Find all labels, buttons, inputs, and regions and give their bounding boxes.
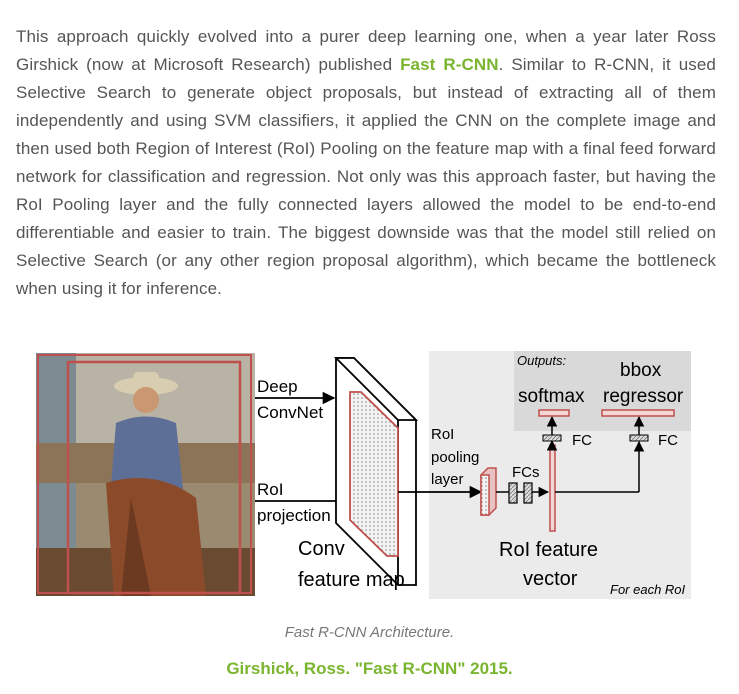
paragraph-text-end: . Similar to R-CNN, it used Selective Se… <box>16 55 716 298</box>
label-regressor: regressor <box>603 386 684 407</box>
fast-rcnn-architecture-figure: Deep ConvNet RoI projection Conv feature… <box>36 348 691 600</box>
label-fc-right: FC <box>658 432 678 449</box>
label-convnet: ConvNet <box>257 403 323 422</box>
fc-softmax <box>542 434 562 442</box>
label-conv: Conv <box>298 538 345 560</box>
figure-citation: Girshick, Ross. "Fast R-CNN" 2015. <box>226 659 513 678</box>
label-roi-pooling-1: RoI <box>431 426 454 443</box>
conv-feature-map <box>333 357 419 586</box>
roi-pooling-block <box>480 467 497 516</box>
softmax-output <box>538 409 570 417</box>
label-feature-map: feature map <box>298 569 405 591</box>
figure-caption: Fast R-CNN Architecture. <box>284 624 455 641</box>
label-roi-pooling-2: pooling <box>431 449 479 466</box>
cowboy-photo <box>36 353 255 596</box>
fc-bbox <box>629 434 649 442</box>
bbox-output <box>601 409 675 417</box>
fc-layer-2 <box>523 482 533 504</box>
label-roi-pooling-3: layer <box>431 471 464 488</box>
roi-feature-vector <box>549 444 556 532</box>
label-outputs: Outputs: <box>517 353 567 368</box>
roi-box-inner <box>66 360 242 595</box>
label-bbox: bbox <box>620 360 662 381</box>
label-fcs: FCs <box>512 464 540 481</box>
paragraph-text-start: This approach quickly evolved into a pur… <box>16 27 716 74</box>
label-fc-left: FC <box>572 432 592 449</box>
label-vector: vector <box>523 568 578 590</box>
label-roi-feature: RoI feature <box>499 539 598 561</box>
outputs-panel <box>514 351 691 431</box>
label-projection: projection <box>257 506 331 525</box>
label-deep: Deep <box>257 377 298 396</box>
label-roi: RoI <box>257 480 283 499</box>
fc-layer-1 <box>508 482 518 504</box>
fast-rcnn-link[interactable]: Fast R-CNN <box>400 55 499 74</box>
label-for-each-roi: For each RoI <box>610 582 686 597</box>
article-paragraph: This approach quickly evolved into a pur… <box>16 23 716 303</box>
label-softmax: softmax <box>518 386 585 407</box>
